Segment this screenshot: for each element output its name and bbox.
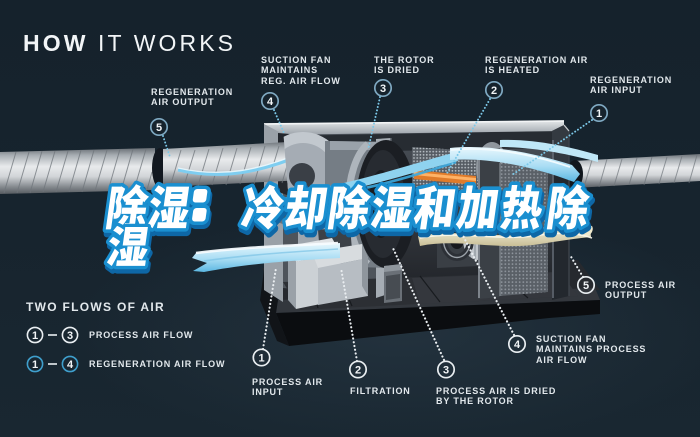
svg-text:3: 3 [443,365,449,377]
svg-text:4: 4 [267,96,274,108]
svg-text:1: 1 [32,359,38,371]
svg-text:1: 1 [32,330,38,342]
svg-text:4: 4 [67,359,74,371]
svg-text:2: 2 [355,365,361,377]
svg-text:3: 3 [67,330,73,342]
svg-text:2: 2 [491,85,497,97]
svg-text:1: 1 [596,108,602,120]
svg-text:5: 5 [156,122,162,134]
svg-text:3: 3 [380,83,386,95]
svg-text:4: 4 [514,339,521,351]
svg-text:5: 5 [583,280,589,292]
svg-text:1: 1 [258,353,264,365]
